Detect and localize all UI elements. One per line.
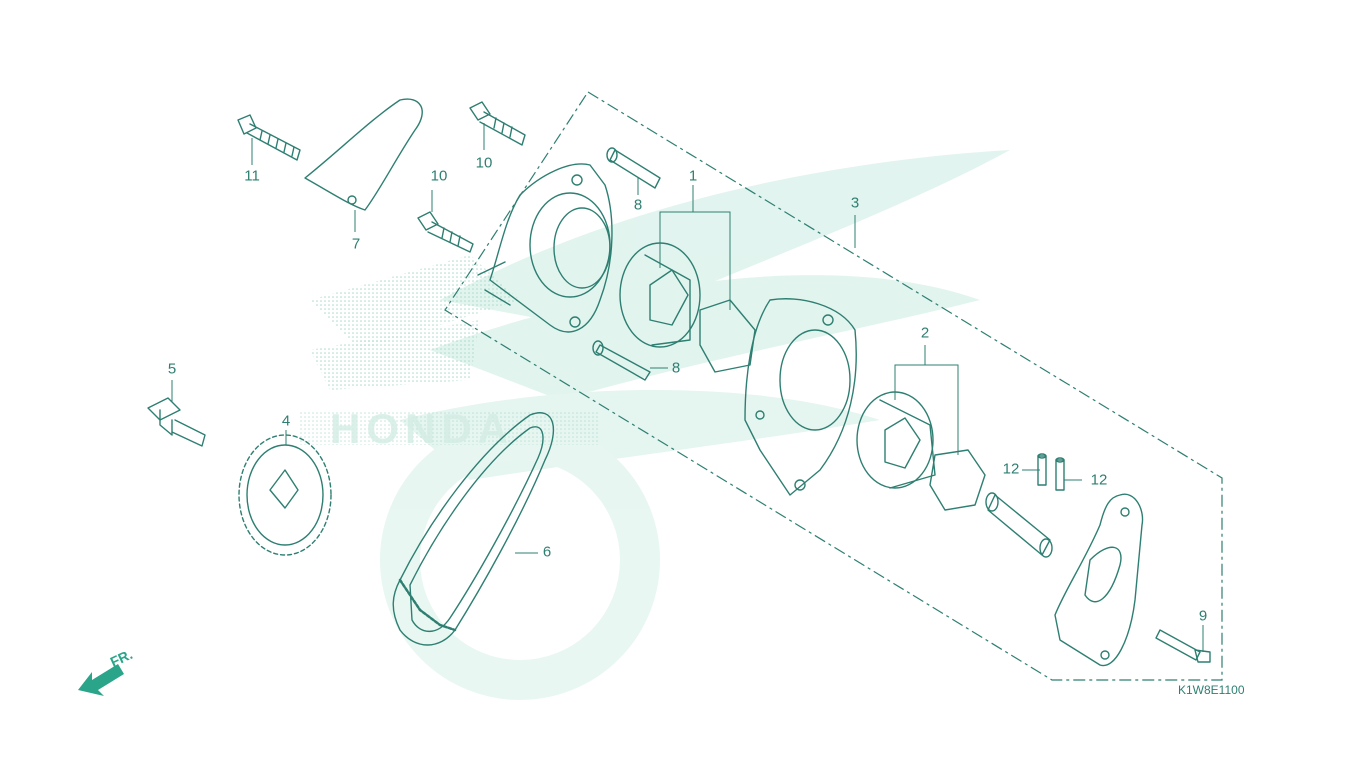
bolt-10-left-icon xyxy=(417,211,474,253)
front-direction-arrow-icon xyxy=(78,664,124,696)
bolt-5-icon xyxy=(147,397,206,447)
pump-shaft-icon xyxy=(985,492,1053,558)
callout-10-top: 10 xyxy=(475,154,493,172)
diagram-code: K1W8E1100 xyxy=(1178,683,1245,697)
pin-12-right-icon xyxy=(1055,457,1065,491)
callout-1: 1 xyxy=(688,167,698,185)
pump-body-icon xyxy=(477,163,613,333)
callout-8-bottom: 8 xyxy=(671,359,681,377)
bolt-11-icon xyxy=(237,114,301,161)
middle-housing-icon xyxy=(744,298,857,496)
assembly-boundary-3 xyxy=(444,91,1223,681)
callout-5: 5 xyxy=(167,360,177,378)
pin-12-left-icon xyxy=(1037,453,1047,486)
gasket-7-icon xyxy=(304,98,423,211)
callout-11: 11 xyxy=(244,167,260,185)
callout-4: 4 xyxy=(281,412,291,430)
dowel-pin-8-bottom-icon xyxy=(592,340,651,381)
callout-6: 6 xyxy=(542,543,552,561)
bolt-10-top-icon xyxy=(469,101,526,146)
sprocket-4-icon xyxy=(238,434,332,556)
honda-wing-watermark xyxy=(300,150,1010,700)
cover-plate-icon xyxy=(1054,493,1144,667)
drive-chain-6-icon xyxy=(392,412,555,646)
watermark-text: HONDA xyxy=(330,405,514,452)
callout-8-top: 8 xyxy=(633,196,643,214)
callout-10-left: 10 xyxy=(430,167,448,185)
bolt-9-icon xyxy=(1155,629,1211,663)
leader-lines xyxy=(171,123,1204,652)
callout-3: 3 xyxy=(850,194,860,212)
callout-2: 2 xyxy=(920,324,930,342)
dowel-pin-8-top-icon xyxy=(606,147,661,189)
callout-9: 9 xyxy=(1198,607,1208,625)
rotor-set-2-icon xyxy=(856,391,986,511)
callout-7: 7 xyxy=(351,235,361,253)
callout-12-left: 12 xyxy=(1002,460,1020,478)
callout-12-right: 12 xyxy=(1090,471,1108,489)
